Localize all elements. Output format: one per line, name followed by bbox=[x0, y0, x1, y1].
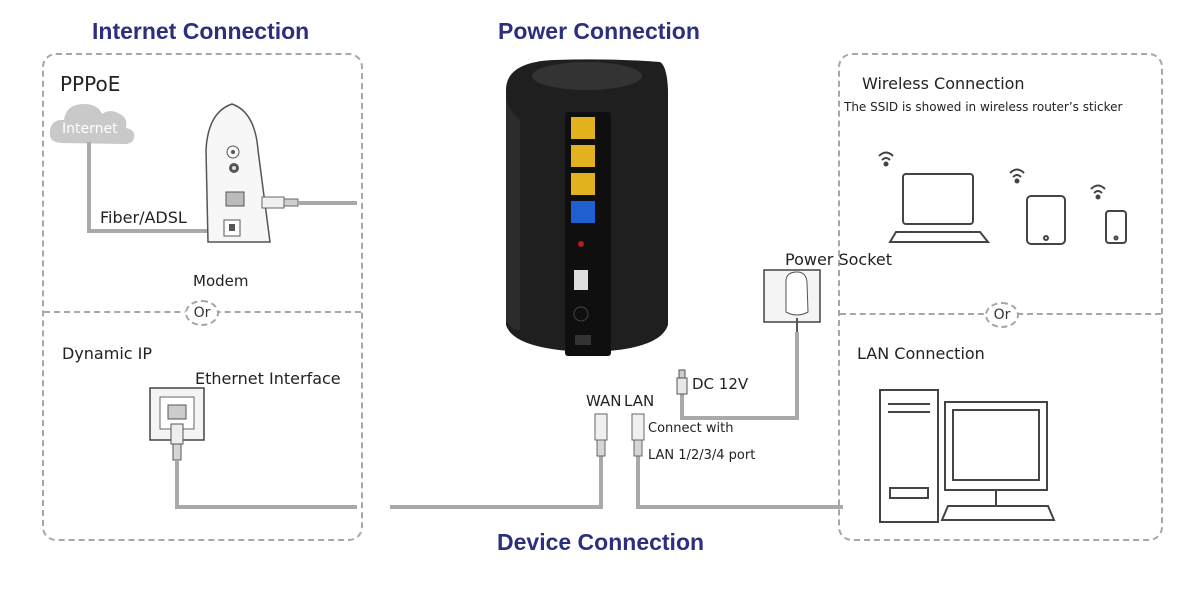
power-socket-icon bbox=[763, 269, 821, 332]
wan-label: WAN bbox=[586, 392, 622, 410]
modem-ethernet-plug-icon bbox=[261, 196, 357, 209]
internet-or-badge: Or bbox=[185, 300, 219, 326]
power-cable bbox=[680, 332, 799, 420]
device-connection-panel bbox=[838, 53, 1163, 541]
laptop-icon bbox=[888, 173, 991, 243]
lan-ports-label: LAN 1/2/3/4 port bbox=[648, 448, 756, 463]
fiber-adsl-label: Fiber/ADSL bbox=[100, 208, 187, 227]
internet-cloud-icon bbox=[49, 104, 135, 145]
device-or-badge: Or bbox=[985, 302, 1019, 328]
lan-plug-icon bbox=[631, 413, 645, 457]
lan-connection-label: LAN Connection bbox=[857, 344, 985, 363]
modem-label: Modem bbox=[193, 272, 249, 290]
wan-plug-icon bbox=[594, 413, 608, 457]
internet-connection-heading: Internet Connection bbox=[92, 18, 310, 44]
device-connection-heading: Device Connection bbox=[497, 529, 705, 555]
desktop-tower-icon bbox=[879, 389, 939, 523]
dc-plug-icon bbox=[676, 369, 688, 395]
tablet-icon bbox=[1026, 195, 1066, 245]
monitor-icon bbox=[940, 401, 1056, 521]
lan-label: LAN bbox=[624, 392, 655, 410]
ssid-note-label: The SSID is showed in wireless router’s … bbox=[844, 100, 1123, 114]
power-socket-label: Power Socket bbox=[785, 250, 893, 269]
dc-12v-label: DC 12V bbox=[692, 375, 749, 393]
internet-connection-panel bbox=[42, 53, 363, 541]
lan-cable bbox=[636, 456, 843, 509]
ethernet-wall-socket-icon bbox=[149, 387, 205, 461]
cloud-internet-label: Internet bbox=[62, 121, 118, 137]
pppoe-label: PPPoE bbox=[60, 72, 121, 96]
router-icon bbox=[506, 59, 668, 356]
dynamic-ip-label: Dynamic IP bbox=[62, 344, 153, 363]
connect-with-label: Connect with bbox=[648, 421, 734, 436]
ethernet-interface-label: Ethernet Interface bbox=[195, 369, 341, 388]
wireless-connection-label: Wireless Connection bbox=[862, 74, 1025, 93]
wifi-signal-icons bbox=[878, 151, 1106, 200]
power-connection-heading: Power Connection bbox=[498, 18, 700, 44]
fiber-adsl-cable bbox=[87, 142, 222, 233]
phone-icon bbox=[1105, 210, 1127, 244]
dynamic-ip-cable bbox=[175, 460, 357, 509]
modem-icon bbox=[205, 103, 271, 243]
wan-cable bbox=[390, 456, 603, 509]
